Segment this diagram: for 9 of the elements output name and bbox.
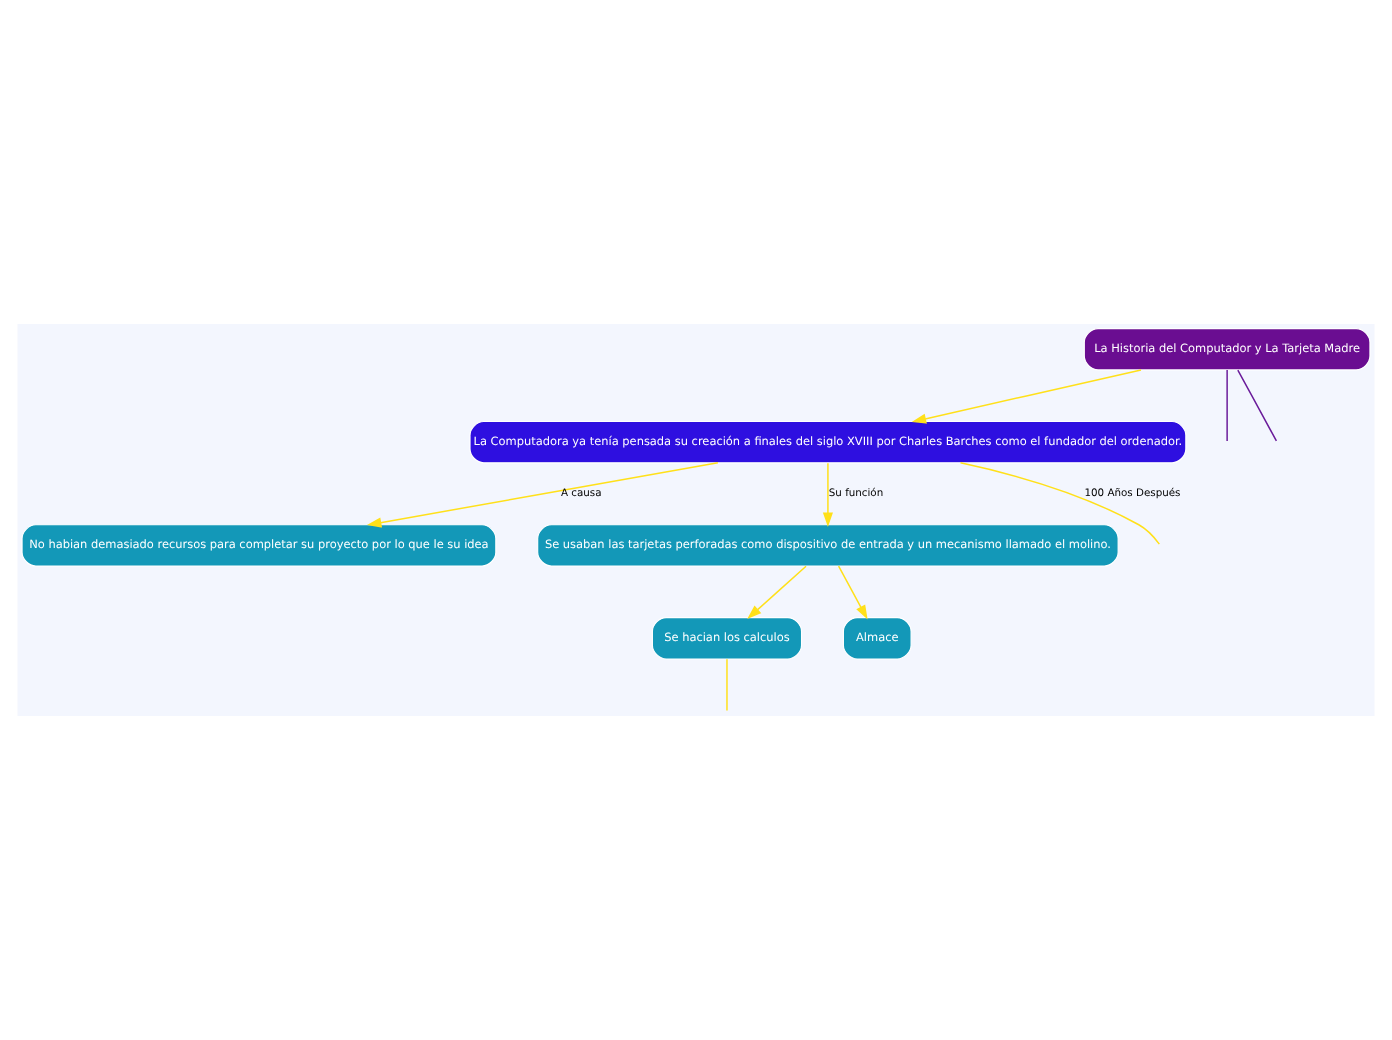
connector: [1226, 369, 1228, 442]
arrow: [747, 565, 807, 620]
arrow: [911, 369, 1142, 424]
arrow: [366, 462, 719, 528]
connector: [1237, 369, 1278, 442]
arrow: [837, 565, 868, 620]
connector: [726, 658, 728, 712]
arrow: [822, 462, 833, 527]
connector: [959, 462, 1161, 545]
